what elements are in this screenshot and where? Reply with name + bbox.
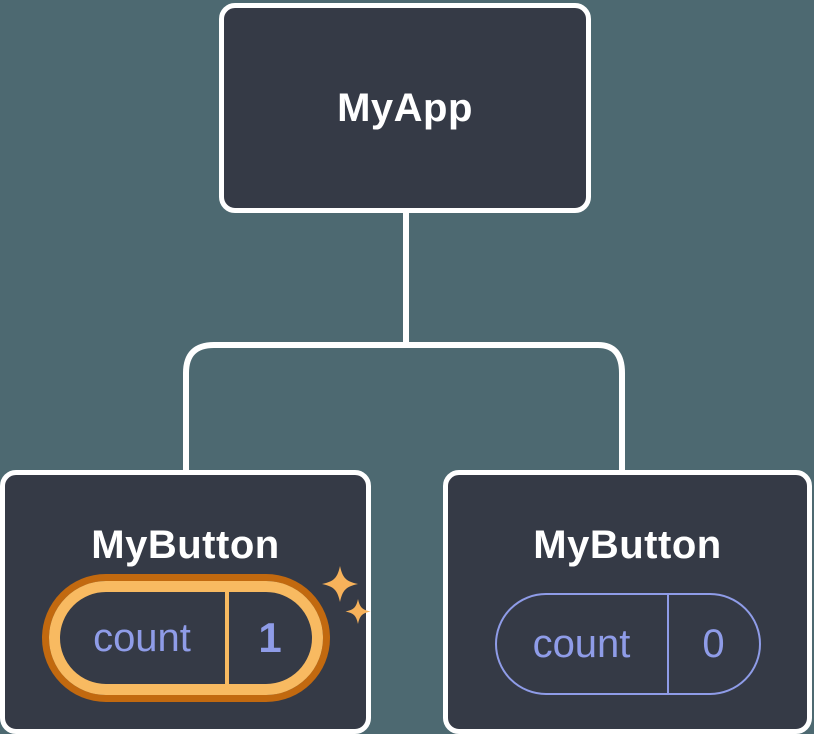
node-mybutton-right: MyButton count 0 (443, 470, 812, 734)
state-name: count (93, 615, 191, 660)
connector-branch (183, 342, 625, 472)
state-pill-highlighted: count 1 (48, 581, 323, 695)
state-name: count (532, 621, 631, 666)
pill-divider (224, 592, 229, 684)
sparkle-icon (322, 566, 371, 624)
node-mybutton-left-label: MyButton (91, 523, 280, 567)
state-value: 0 (702, 621, 725, 666)
node-mybutton-left: MyButton count 1 (0, 470, 371, 734)
node-myapp-label: MyApp (337, 86, 473, 130)
pill-divider (666, 595, 669, 693)
node-mybutton-right-label: MyButton (533, 523, 722, 567)
state-pill-normal: count 0 (494, 593, 761, 695)
node-myapp: MyApp (219, 3, 591, 213)
state-value: 1 (258, 614, 282, 661)
